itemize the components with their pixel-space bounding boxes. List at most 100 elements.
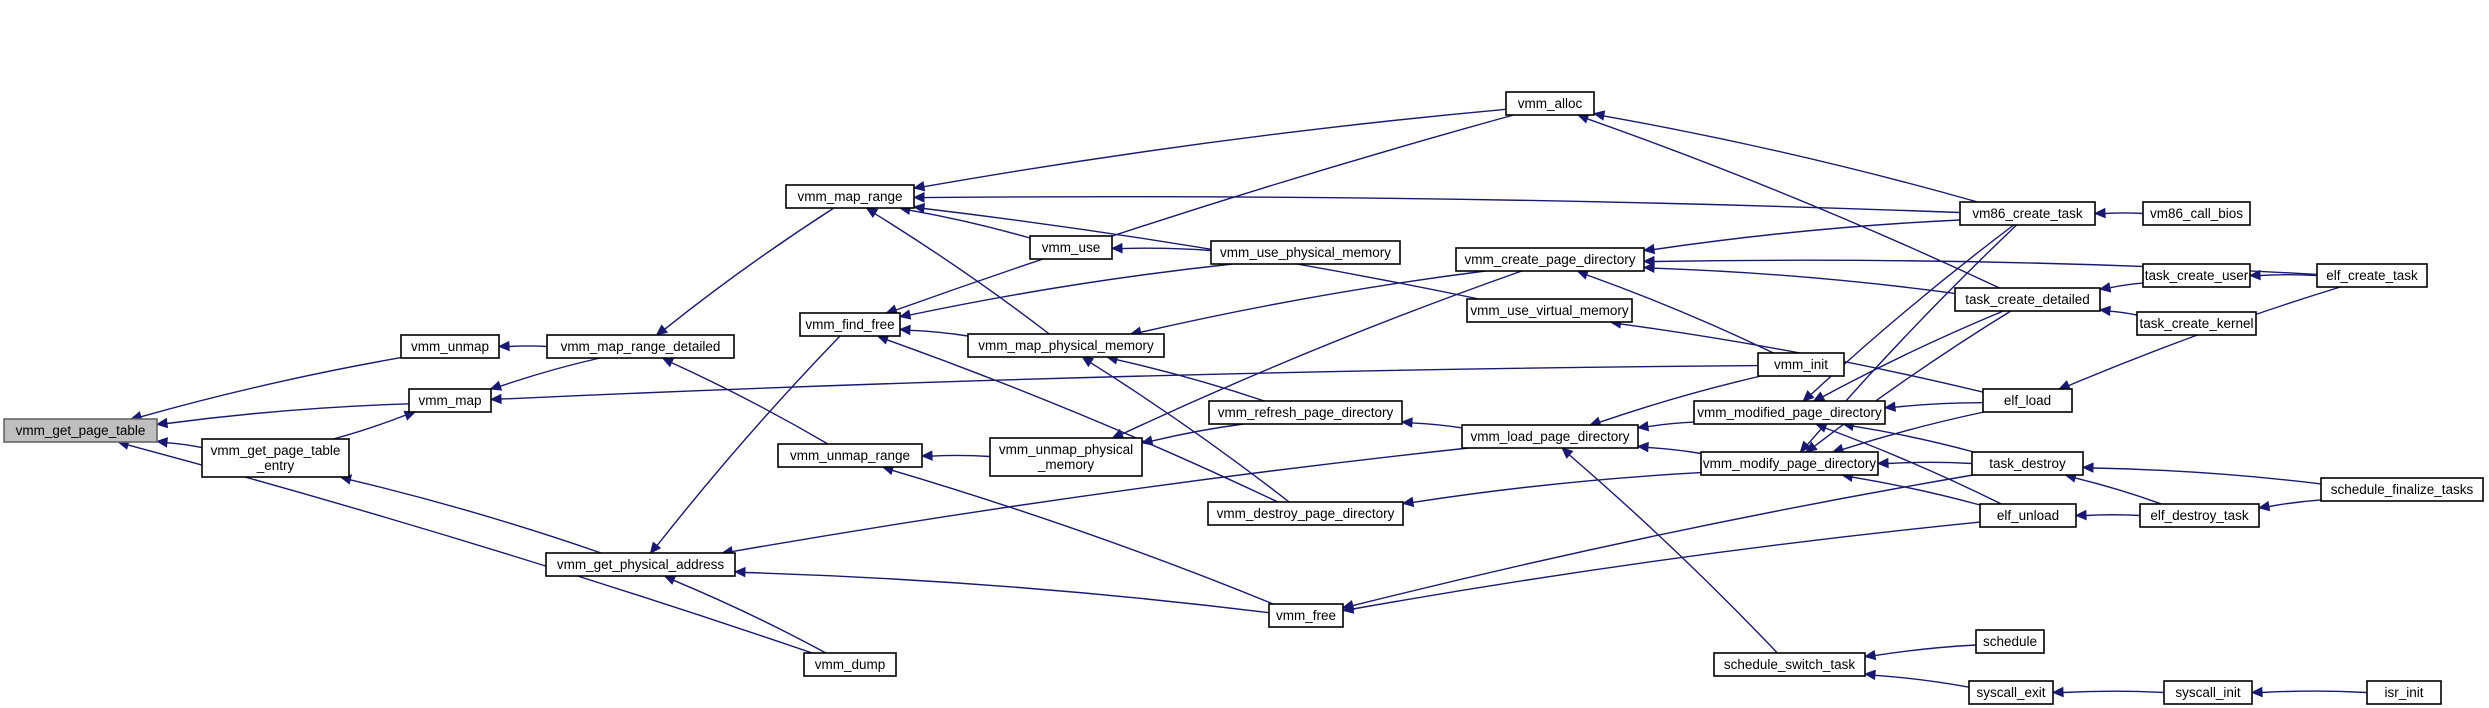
node-box	[1505, 91, 1595, 116]
edge-arrowhead	[898, 324, 911, 336]
edge-vmm_map_range-to-vmm_map_range_detailed	[655, 207, 835, 336]
node-task-create-detailed[interactable]: task_create_detailed	[1954, 287, 2101, 312]
node-task-create-kernel[interactable]: task_create_kernel	[2136, 311, 2257, 336]
node-vmm-init[interactable]: vmm_init	[1757, 352, 1845, 377]
edge-vmm_get_physical_address-to-vmm_get_page_table_entry	[339, 474, 602, 554]
node-vmm-modified-page-directory[interactable]: vmm_modified_page_directory	[1693, 400, 1886, 425]
edge-vmm_free-to-vmm_unmap_range	[881, 465, 1274, 605]
node-vmm-create-page-directory[interactable]: vmm_create_page_directory	[1455, 247, 1645, 272]
node-vmm-load-page-directory[interactable]: vmm_load_page_directory	[1461, 424, 1639, 449]
edge-line	[2259, 274, 2318, 277]
edge-line	[140, 356, 402, 418]
node-schedule-finalize-tasks[interactable]: schedule_finalize_tasks	[2320, 477, 2484, 502]
edge-arrowhead	[2081, 462, 2094, 473]
edge-line	[1151, 423, 1244, 442]
node-elf-load[interactable]: elf_load	[1982, 388, 2073, 413]
edge-task_destroy-to-vmm_modified_page_directory	[1842, 420, 1974, 453]
edge-line	[909, 329, 969, 337]
node-box	[799, 312, 901, 337]
edge-vmm_destroy_page_directory-to-vmm_find_free	[876, 334, 1279, 503]
edge-vmm_dump-to-vmm_get_physical_address	[663, 575, 827, 654]
node-vmm-get-physical-address[interactable]: vmm_get_physical_address	[545, 552, 736, 577]
edge-arrowhead	[1805, 441, 1818, 453]
node-task-create-user[interactable]: task_create_user	[2142, 263, 2251, 288]
edge-line	[1599, 375, 1762, 423]
edge-vmm_use_physical_memory-to-vmm_find_free	[898, 263, 1233, 320]
node-schedule-switch-task[interactable]: schedule_switch_task	[1713, 652, 1866, 677]
node-box	[2142, 263, 2251, 288]
node-syscall-exit[interactable]: syscall_exit	[1968, 680, 2054, 705]
edge-line	[2062, 690, 2165, 694]
node-vmm-use-virtual-memory[interactable]: vmm_use_virtual_memory	[1466, 298, 1633, 323]
edge-syscall_exit-to-schedule_switch_task	[1863, 669, 1970, 688]
node-label: vmm_unmap_range	[790, 448, 910, 463]
edge-arrowhead	[655, 324, 669, 336]
node-elf-create-task[interactable]: elf_create_task	[2316, 263, 2428, 288]
node-vmm-alloc[interactable]: vmm_alloc	[1505, 91, 1595, 116]
edge-line	[1842, 411, 1985, 451]
edge-line	[1603, 115, 1978, 203]
node-elf-unload[interactable]: elf_unload	[1979, 503, 2077, 528]
node-vmm-map-physical-memory[interactable]: vmm_map_physical_memory	[967, 333, 1165, 358]
edge-elf_create_task-to-task_create_user	[2248, 269, 2318, 281]
node-isr-init[interactable]: isr_init	[2366, 680, 2442, 705]
node-vmm-unmap[interactable]: vmm_unmap	[400, 334, 500, 359]
edge-line	[1852, 425, 1974, 453]
node-label: task_create_kernel	[2139, 316, 2253, 331]
edge-vm86_create_task-to-vmm_alloc	[1592, 110, 1978, 203]
node-label: elf_destroy_task	[2150, 508, 2249, 523]
edge-line	[664, 207, 835, 330]
edge-vmm_get_page_table_entry-to-vmm_map	[333, 410, 417, 440]
node-label: schedule_switch_task	[1724, 657, 1856, 672]
node-label: schedule_finalize_tasks	[2331, 482, 2474, 497]
edge-vm86_create_task-to-vmm_create_page_directory	[1642, 219, 1961, 255]
node-vmm-modify-page-directory[interactable]: vmm_modify_page_directory	[1700, 451, 1879, 476]
node-vmm-unmap-physical-memory[interactable]: vmm_unmap_physical_memory	[989, 437, 1143, 477]
node-vmm-get-page-table[interactable]: vmm_get_page_table	[3, 418, 158, 443]
edge-line	[2109, 310, 2138, 316]
edge-vmm_refresh_page_directory-to-vmm_map_physical_memory	[1105, 354, 1265, 402]
node-vmm-unmap-range[interactable]: vmm_unmap_range	[777, 443, 923, 468]
node-box	[1208, 400, 1403, 425]
edge-line	[923, 207, 1480, 300]
node-box	[1713, 652, 1866, 677]
node-label: vmm_get_page_table	[211, 443, 341, 458]
edge-line	[923, 108, 1507, 188]
node-vmm-map-range-detailed[interactable]: vmm_map_range_detailed	[546, 334, 735, 359]
node-task-destroy[interactable]: task_destroy	[1971, 451, 2084, 476]
node-vmm-destroy-page-directory[interactable]: vmm_destroy_page_directory	[1207, 501, 1404, 526]
node-vmm-map-range[interactable]: vmm_map_range	[785, 184, 915, 209]
edge-line	[886, 339, 1279, 503]
edge-arrowhead	[1111, 428, 1125, 439]
node-box	[1954, 287, 2101, 312]
edge-line	[1851, 476, 1981, 506]
node-label: vmm_load_page_directory	[1470, 429, 1629, 444]
edge-elf_load-to-vmm_modified_page_directory	[1883, 401, 1984, 412]
edge-arrowhead	[920, 450, 933, 461]
edge-line	[350, 479, 602, 554]
edge-arrowhead	[489, 380, 503, 391]
node-box	[400, 334, 500, 359]
node-label: vmm_map_range_detailed	[561, 339, 721, 354]
node-vm86-create-task[interactable]: vm86_create_task	[1959, 201, 2096, 226]
node-vmm-use-physical-memory[interactable]: vmm_use_physical_memory	[1210, 240, 1401, 265]
node-vmm-get-page-table-entry[interactable]: vmm_get_page_table_entry	[201, 438, 350, 478]
edge-line	[2261, 690, 2368, 694]
node-label: _entry	[256, 458, 295, 473]
node-vmm-dump[interactable]: vmm_dump	[803, 652, 897, 677]
node-vmm-refresh-page-directory[interactable]: vmm_refresh_page_directory	[1208, 400, 1403, 425]
node-vmm-map[interactable]: vmm_map	[408, 388, 492, 413]
node-vm86-call-bios[interactable]: vm86_call_bios	[2142, 201, 2251, 226]
edge-arrowhead	[1802, 389, 1815, 402]
node-elf-destroy-task[interactable]: elf_destroy_task	[2139, 503, 2260, 528]
edge-arrowhead	[663, 575, 677, 585]
node-label: vmm_map_range	[797, 189, 902, 204]
node-syscall-init[interactable]: syscall_init	[2163, 680, 2253, 705]
node-label: vmm_find_free	[805, 317, 894, 332]
node-vmm-free[interactable]: vmm_free	[1268, 603, 1344, 628]
node-schedule[interactable]: schedule	[1975, 629, 2045, 654]
node-vmm-find-free[interactable]: vmm_find_free	[799, 312, 901, 337]
edge-elf_create_task-to-elf_load	[2058, 286, 2341, 390]
node-vmm-use[interactable]: vmm_use	[1029, 235, 1113, 260]
edge-vmm_map_range_detailed-to-vmm_unmap	[497, 340, 548, 352]
